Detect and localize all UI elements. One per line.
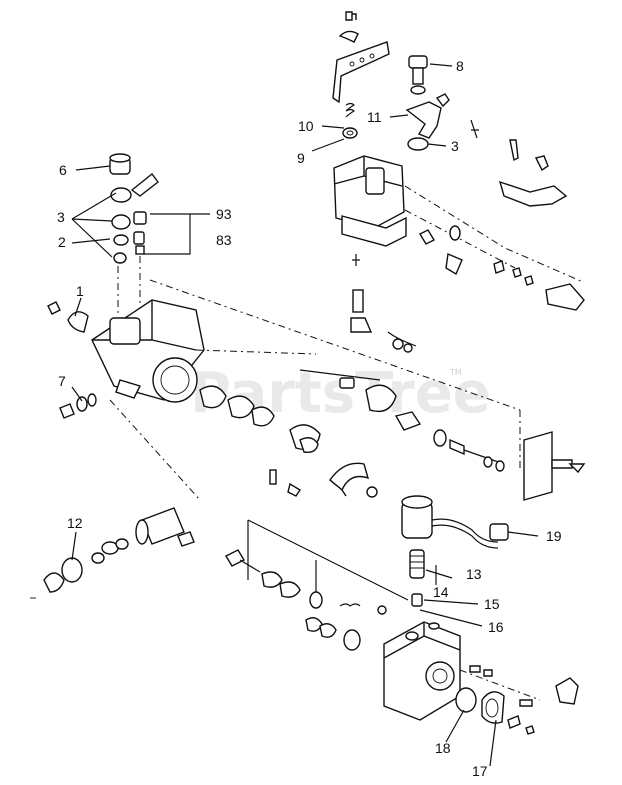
center-shaft-assembly bbox=[199, 369, 586, 501]
screw-shank bbox=[412, 67, 424, 85]
screw-head bbox=[408, 55, 428, 69]
housing-bore bbox=[152, 357, 198, 403]
nut-stack bbox=[110, 187, 132, 203]
callout-12: 12 bbox=[67, 515, 83, 531]
callout-18: 18 bbox=[435, 740, 451, 756]
callout-3-left: 3 bbox=[57, 209, 65, 225]
stamped-plate bbox=[332, 41, 390, 104]
clip bbox=[67, 311, 89, 333]
carburetor-base bbox=[341, 215, 407, 247]
callout-6: 6 bbox=[59, 162, 67, 178]
callout-10: 10 bbox=[298, 118, 314, 134]
callout-2: 2 bbox=[58, 234, 66, 250]
watermark-trademark: TM bbox=[449, 368, 462, 377]
leader-lines bbox=[71, 63, 539, 767]
end-cap bbox=[481, 691, 505, 724]
callout-1: 1 bbox=[76, 283, 84, 299]
screw-washer bbox=[410, 85, 426, 95]
callout-19: 19 bbox=[546, 528, 562, 544]
callout-11: 11 bbox=[367, 109, 382, 125]
o-ring bbox=[61, 557, 83, 583]
callout-15: 15 bbox=[484, 596, 500, 612]
mounting-bracket bbox=[498, 180, 568, 207]
callout-7: 7 bbox=[58, 373, 66, 389]
callout-93: 93 bbox=[216, 206, 232, 222]
washer bbox=[342, 127, 358, 139]
gasket bbox=[455, 687, 477, 713]
top-bracket bbox=[338, 30, 359, 43]
callout-labels: 1 2 3 6 7 8 9 10 11 3 12 13 14 15 16 17 … bbox=[57, 58, 562, 779]
callout-3-right: 3 bbox=[451, 138, 459, 154]
upper-right-assembly bbox=[332, 11, 585, 353]
connector bbox=[489, 523, 509, 541]
lower-left-parts bbox=[30, 507, 195, 599]
idle-screw bbox=[352, 289, 364, 313]
callout-17: 17 bbox=[472, 763, 488, 779]
callout-83: 83 bbox=[216, 232, 232, 248]
callout-13: 13 bbox=[466, 566, 482, 582]
adjust-knob bbox=[545, 283, 585, 311]
lower-right-assembly bbox=[225, 495, 579, 735]
left-housing-assembly bbox=[47, 153, 521, 501]
side-plate bbox=[523, 431, 553, 501]
spark-plug bbox=[409, 549, 425, 579]
sleeve bbox=[141, 507, 185, 545]
callout-9: 9 bbox=[297, 150, 305, 166]
callout-8: 8 bbox=[456, 58, 464, 74]
nut bbox=[407, 137, 429, 151]
callout-14: 14 bbox=[433, 584, 449, 600]
top-clip bbox=[345, 11, 357, 21]
callout-16: 16 bbox=[488, 619, 504, 635]
throttle-lever bbox=[405, 101, 442, 139]
spring bbox=[345, 102, 355, 118]
